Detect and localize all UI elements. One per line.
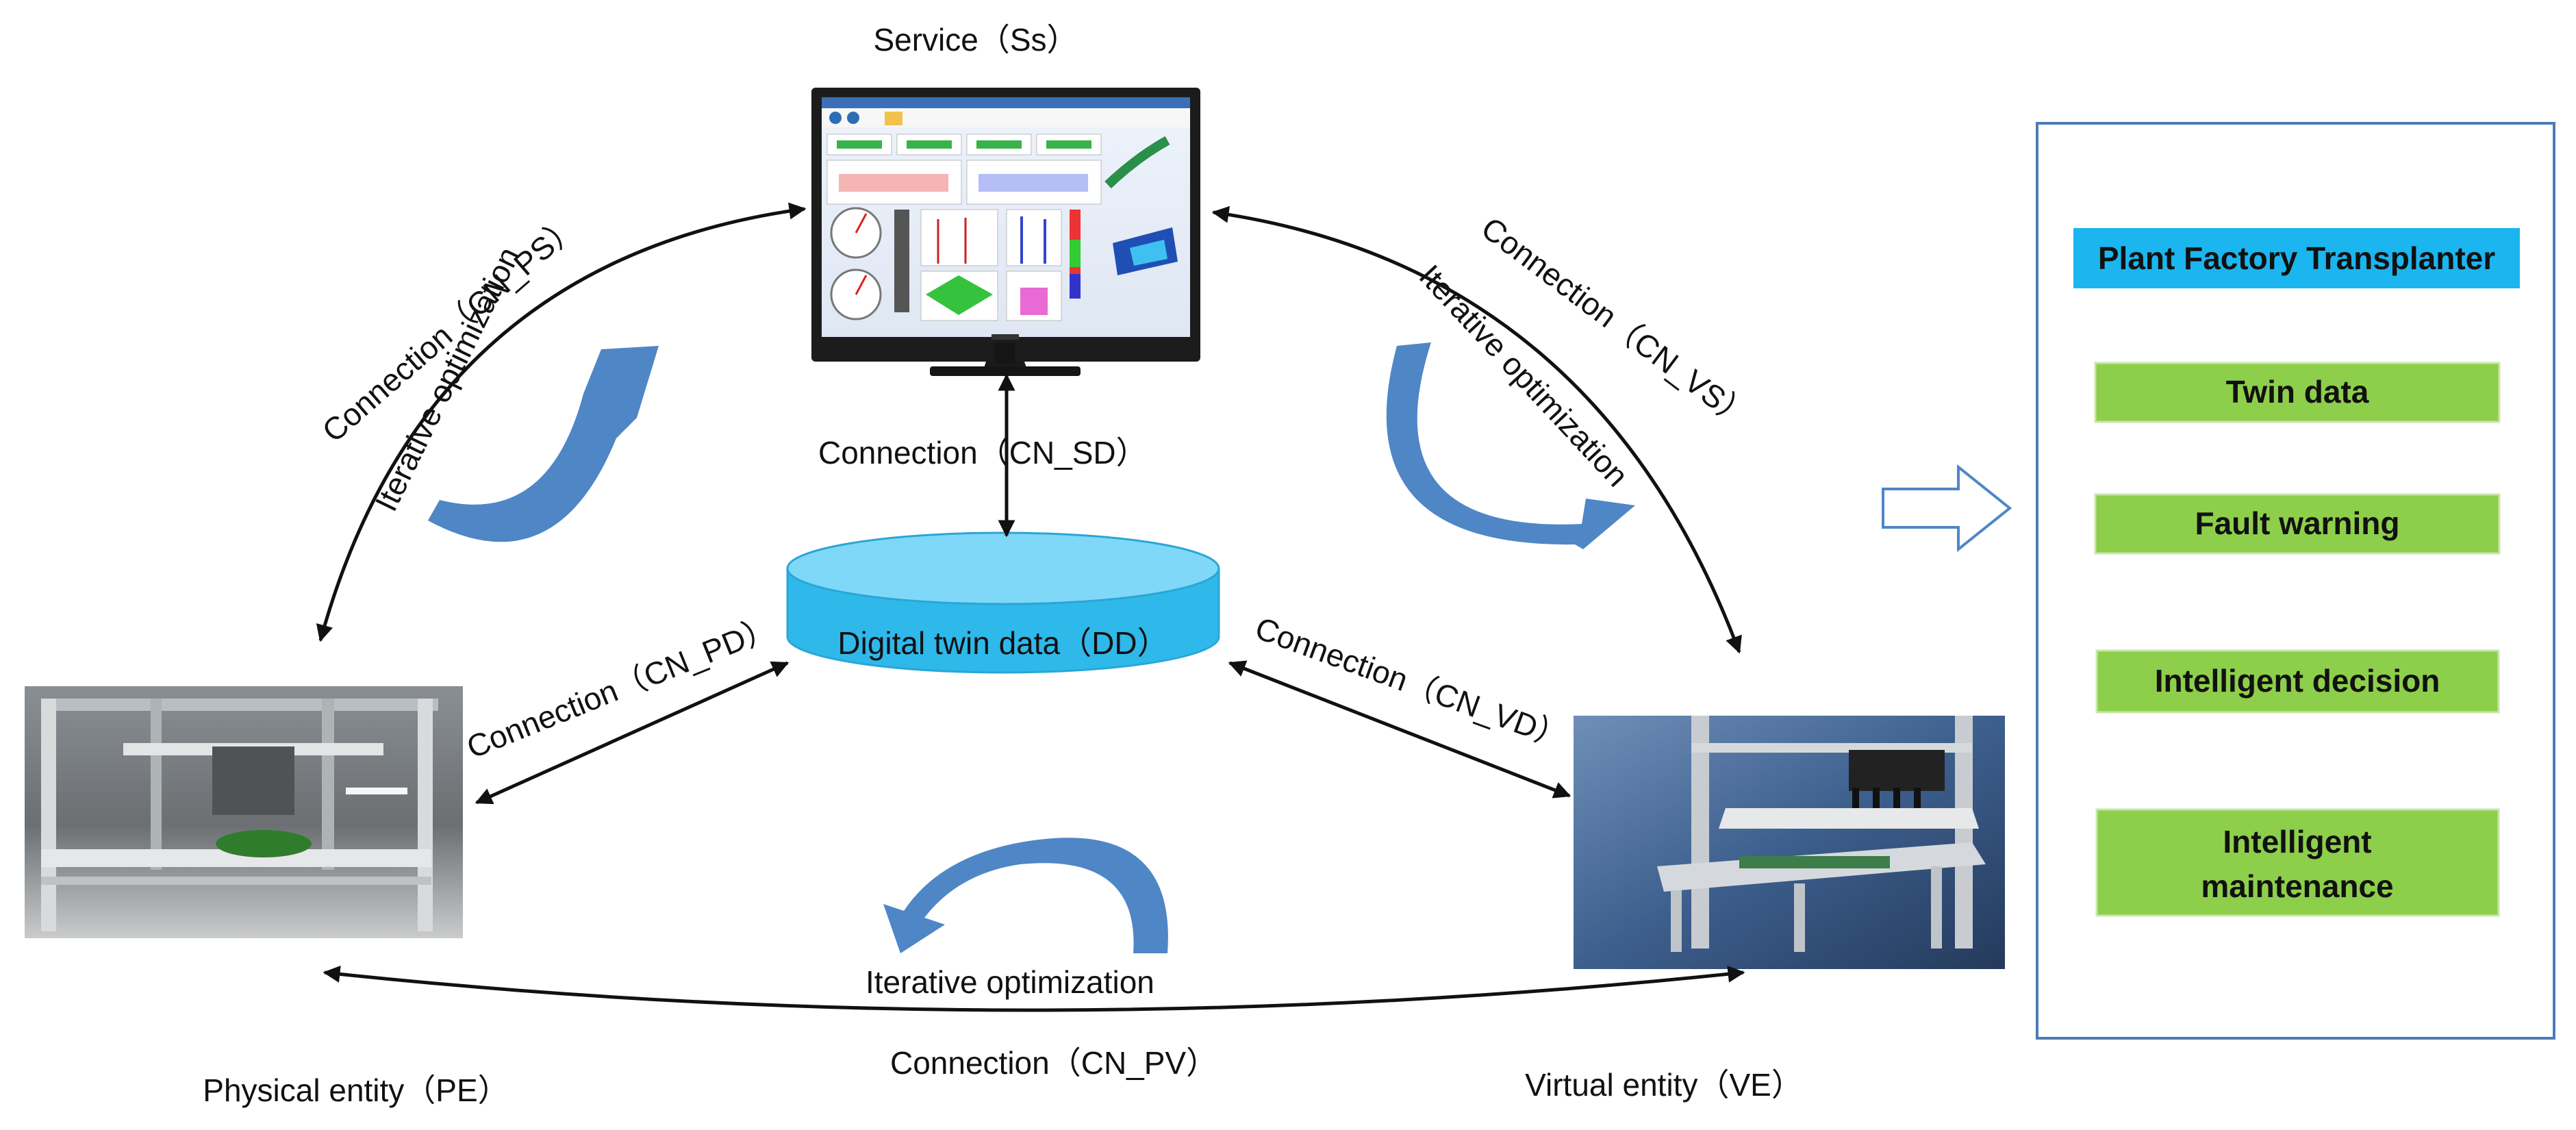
- arrow-cn-pv: [323, 965, 1745, 1012]
- label-cn-vs: Connection（CN_VS）: [1475, 210, 1758, 435]
- arrow-cn-vd: [1228, 660, 1571, 799]
- panel-item-twin-data-label: Twin data: [2226, 374, 2369, 410]
- physical-entity-image: [25, 686, 463, 938]
- panel-title: Plant Factory Transplanter: [2098, 240, 2495, 276]
- physical-entity-label: Physical entity（PE）: [203, 1072, 509, 1108]
- label-iterative-bottom: Iterative optimization: [866, 964, 1154, 1000]
- panel-item-maintenance-line1: Intelligent: [2223, 824, 2371, 859]
- label-cn-sd: Connection（CN_SD）: [818, 435, 1148, 470]
- curved-arrow-bottom: [883, 838, 1168, 953]
- arrow-cn-ps: [316, 202, 807, 642]
- arrow-cn-pd: [475, 661, 790, 805]
- panel-title-box: [2073, 228, 2520, 288]
- digital-twin-data-label: Digital twin data（DD）: [837, 625, 1168, 661]
- panel-item-intelligent-decision: [2095, 649, 2500, 714]
- panel-item-fault-warning: [2094, 493, 2501, 555]
- hollow-right-arrow: [1882, 464, 2012, 553]
- curved-arrow-left: [428, 346, 659, 542]
- virtual-entity-label: Virtual entity（VE）: [1525, 1067, 1803, 1103]
- panel-item-maintenance-line2: maintenance: [2201, 868, 2393, 904]
- service-label: Service（Ss）: [873, 22, 1078, 58]
- arrow-cn-vs: [1211, 205, 1742, 654]
- panel-item-twin-data: [2094, 362, 2501, 423]
- virtual-entity-image: [1574, 716, 2005, 969]
- service-monitor: [811, 88, 1200, 376]
- label-cn-pv: Connection（CN_PV）: [890, 1045, 1217, 1081]
- panel-item-intelligent-maintenance: [2095, 808, 2500, 917]
- panel-item-intelligent-decision-label: Intelligent decision: [2155, 663, 2440, 699]
- curved-arrow-right: [1386, 342, 1635, 549]
- panel-item-fault-warning-label: Fault warning: [2195, 505, 2400, 541]
- digital-twin-database: [786, 531, 1220, 674]
